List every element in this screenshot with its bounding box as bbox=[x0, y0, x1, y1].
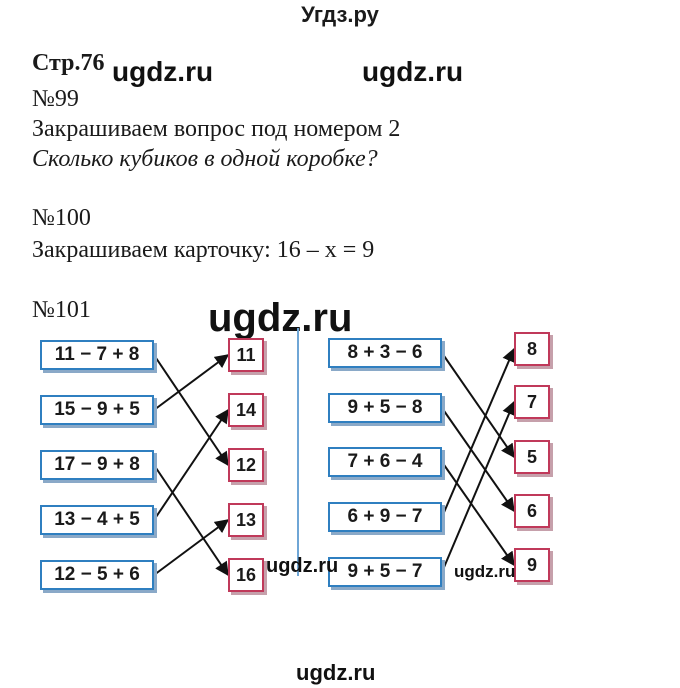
right-arrow-2 bbox=[441, 407, 515, 513]
right-arrow-1 bbox=[441, 352, 515, 459]
left-expression-4: 13 − 4 + 5 bbox=[40, 505, 154, 535]
task99-number: №99 bbox=[32, 86, 79, 112]
left-arrow-5 bbox=[153, 519, 230, 576]
left-arrow-1 bbox=[153, 354, 229, 467]
right-arrow-4 bbox=[441, 347, 516, 518]
watermark: ugdz.ru bbox=[112, 56, 214, 87]
left-answer-3: 12 bbox=[228, 448, 264, 482]
left-answer-1: 11 bbox=[228, 338, 264, 372]
left-answer-4: 13 bbox=[228, 503, 264, 537]
task99-line2: Сколько кубиков в одной коробке? bbox=[32, 146, 378, 172]
left-arrow-3 bbox=[153, 464, 229, 577]
left-expression-3: 17 − 9 + 8 bbox=[40, 450, 154, 480]
right-expression-5: 9 + 5 − 7 bbox=[328, 557, 442, 587]
left-answer-2: 14 bbox=[228, 393, 264, 427]
watermark: ugdz.ru bbox=[362, 56, 464, 87]
task100-line1: Закрашиваем карточку: 16 – x = 9 bbox=[32, 237, 375, 263]
right-answer-3: 5 bbox=[514, 440, 550, 474]
watermark: ugdz.ru bbox=[454, 562, 516, 581]
right-expression-4: 6 + 9 − 7 bbox=[328, 502, 442, 532]
page-label: Стр.76 bbox=[32, 50, 105, 76]
column-divider bbox=[297, 328, 299, 576]
site-title: Угдз.ру bbox=[301, 2, 379, 27]
right-arrow-5 bbox=[441, 400, 516, 573]
right-arrow-3 bbox=[441, 461, 515, 567]
right-expression-2: 9 + 5 − 8 bbox=[328, 393, 442, 423]
task100-number: №100 bbox=[32, 205, 91, 231]
right-answer-2: 7 bbox=[514, 385, 550, 419]
right-expression-1: 8 + 3 − 6 bbox=[328, 338, 442, 368]
watermark: ugdz.ru bbox=[296, 660, 376, 685]
right-answer-1: 8 bbox=[514, 332, 550, 366]
right-answer-5: 9 bbox=[514, 548, 550, 582]
left-arrow-2 bbox=[153, 354, 230, 411]
task101-number: №101 bbox=[32, 297, 91, 323]
right-answer-4: 6 bbox=[514, 494, 550, 528]
left-expression-5: 12 − 5 + 6 bbox=[40, 560, 154, 590]
left-arrow-4 bbox=[153, 408, 229, 521]
task99-line1: Закрашиваем вопрос под номером 2 bbox=[32, 116, 401, 142]
left-expression-1: 11 − 7 + 8 bbox=[40, 340, 154, 370]
right-expression-3: 7 + 6 − 4 bbox=[328, 447, 442, 477]
watermark: ugdz.ru bbox=[208, 296, 353, 340]
watermark: ugdz.ru bbox=[266, 555, 339, 577]
left-expression-2: 15 − 9 + 5 bbox=[40, 395, 154, 425]
left-answer-5: 16 bbox=[228, 558, 264, 592]
